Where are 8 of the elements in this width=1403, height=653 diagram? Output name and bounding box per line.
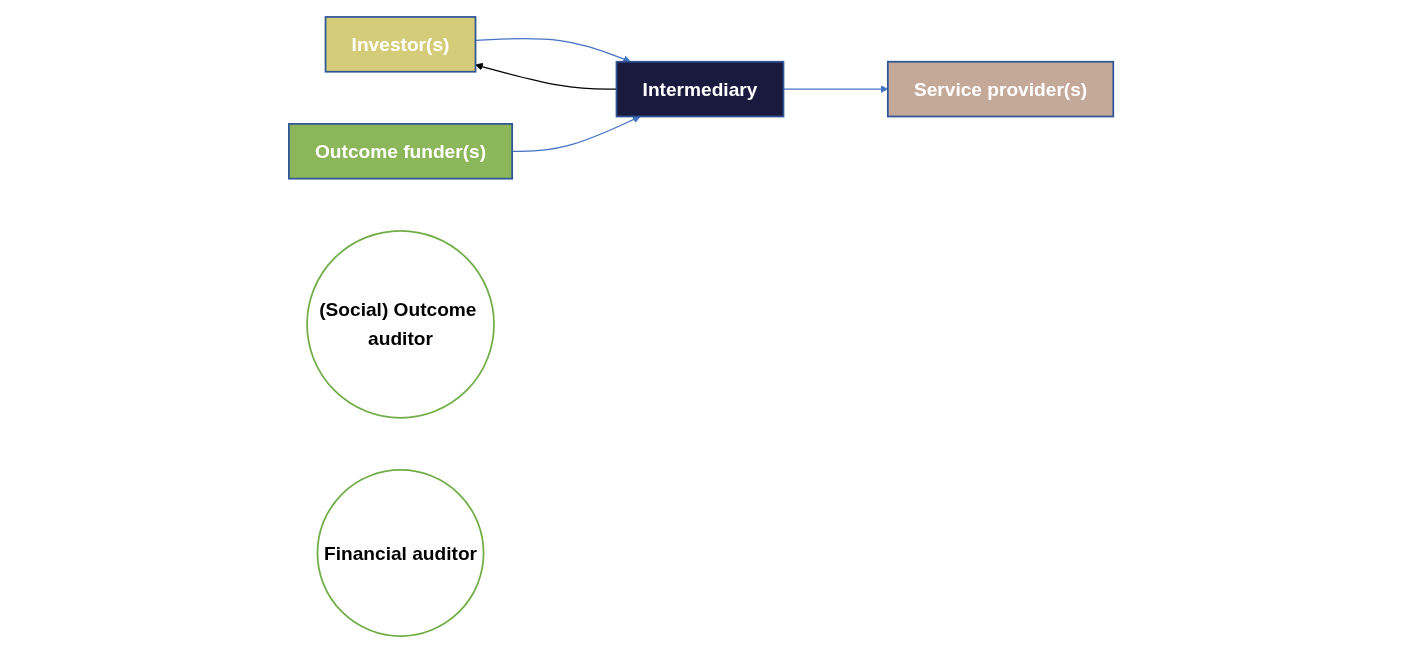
node-box: Intermediary (616, 60, 785, 118)
arrow (783, 85, 889, 93)
node-box: Service provider(s) (887, 60, 1115, 118)
node-box: Investor(s) (325, 16, 477, 73)
node-box: Outcome funder(s) (288, 123, 514, 180)
arrow (475, 37, 632, 63)
node-circle: (Social) Outcome auditor (306, 229, 496, 419)
node-circle: Financial auditor (317, 469, 485, 637)
